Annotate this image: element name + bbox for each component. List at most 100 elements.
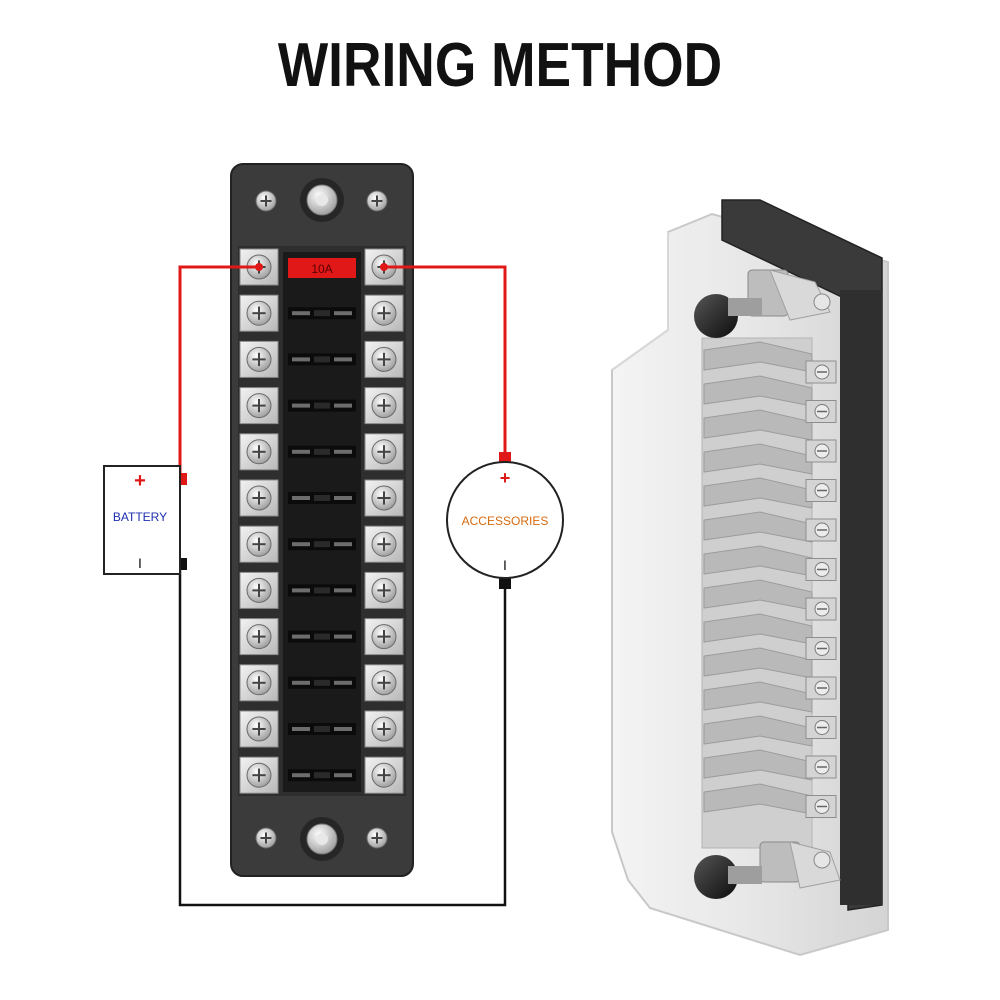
- mount-screw-bottom-left: [255, 827, 277, 849]
- stud-top: [694, 269, 831, 338]
- side-terminal: [805, 637, 837, 660]
- accessories-load: + ACCESSORIES I: [446, 461, 564, 579]
- side-terminal: [805, 360, 837, 384]
- mounting-boss-bottom: [300, 817, 344, 861]
- mount-screw-bottom-right: [366, 827, 388, 849]
- side-fuse-fin: [703, 749, 813, 781]
- fuse-row: [239, 571, 404, 609]
- terminal-screw-left: [246, 762, 272, 788]
- terminal-screw-left: [246, 485, 272, 511]
- terminal-screw-left: [246, 577, 272, 603]
- side-fuse-fin: [703, 443, 813, 475]
- accessories-label: ACCESSORIES: [462, 514, 549, 528]
- side-fuse-fin: [703, 681, 813, 713]
- blade-fuse: [288, 630, 356, 643]
- side-terminal: [805, 558, 837, 581]
- battery-plus-symbol: +: [134, 470, 146, 492]
- stud-cap-bottom: [694, 855, 738, 899]
- ground-return-wire: [178, 565, 507, 907]
- fuse-row: [239, 294, 404, 332]
- accessories-circle: [446, 461, 564, 579]
- terminal-screw-right: [371, 393, 397, 419]
- blade-fuse: [288, 353, 356, 366]
- blade-fuse: [288, 399, 356, 412]
- accessories-plus-symbol: +: [500, 468, 511, 488]
- blade-fuse: [288, 723, 356, 735]
- battery-body: [103, 465, 181, 575]
- battery: + BATTERY I: [103, 465, 181, 575]
- terminal-screw-right: [371, 670, 397, 696]
- terminal-screw-right: [371, 577, 397, 603]
- terminal-screw-right: [371, 762, 397, 788]
- side-terminal: [805, 597, 837, 621]
- terminal-screw-right: [371, 439, 397, 465]
- side-terminal: [805, 518, 837, 542]
- fuse-block-side-view: [611, 199, 889, 957]
- terminal-screw-right: [371, 531, 397, 557]
- clear-cover-edge: [611, 232, 669, 371]
- side-screw-top: [813, 293, 831, 311]
- terminal-screw-left: [246, 531, 272, 557]
- blade-fuse: [288, 769, 356, 782]
- fuse-row: [239, 710, 404, 748]
- fuse-row: [239, 340, 404, 378]
- side-terminal: [805, 400, 837, 423]
- blade-fuse: [288, 584, 356, 597]
- fuse-block-front: 10A: [230, 163, 414, 877]
- terminal-screw-right: [371, 485, 397, 511]
- stud-cap-top: [694, 294, 738, 338]
- side-terminal: [805, 755, 837, 779]
- side-terminal: [805, 676, 837, 700]
- accessories-positive-terminal: [499, 452, 511, 464]
- page-title: WIRING METHOD: [277, 31, 723, 100]
- stud-bottom: [694, 841, 841, 899]
- mount-screw-top-left: [255, 190, 277, 212]
- side-terminal: [805, 479, 837, 502]
- mount-screw-top-right: [366, 190, 388, 212]
- terminal-screw-left: [246, 346, 272, 372]
- fuse-row: [239, 387, 404, 425]
- terminal-screw-left: [246, 393, 272, 419]
- accessories-negative-terminal: [499, 577, 511, 589]
- blade-fuse: [288, 492, 356, 504]
- fuse-row: [239, 664, 404, 702]
- fuse-slot-column: [283, 252, 361, 792]
- blade-fuse: [288, 676, 356, 689]
- terminal-screw-right: [371, 624, 397, 650]
- battery-positive-wire: [178, 265, 259, 480]
- fuse-label-text: 10A: [311, 262, 332, 276]
- fuse-row: [239, 433, 404, 471]
- side-terminal: [805, 439, 837, 463]
- side-fuse-fin: [703, 715, 813, 747]
- fuse-row: [239, 479, 404, 517]
- terminal-screw-left: [246, 670, 272, 696]
- fuse-row: [239, 618, 404, 656]
- fuse-row: [239, 525, 404, 563]
- terminal-screw-right: [371, 716, 397, 742]
- accessories-positive-wire: [384, 265, 507, 458]
- terminal-screw-right: [371, 300, 397, 326]
- side-terminal: [805, 716, 837, 739]
- blade-fuse: [288, 538, 356, 551]
- blade-fuse: [288, 307, 356, 320]
- wire-junction-left: [255, 263, 263, 271]
- side-terminal: [805, 795, 837, 818]
- side-fuse-fin: [703, 511, 813, 543]
- terminal-screw-left: [246, 300, 272, 326]
- fuse-row: [239, 756, 404, 794]
- terminal-screw-left: [246, 716, 272, 742]
- side-screw-bottom: [813, 851, 831, 869]
- mounting-boss-top: [300, 178, 344, 222]
- side-fuse-fin: [703, 477, 813, 509]
- battery-minus-symbol: I: [138, 555, 142, 571]
- accessories-minus-symbol: I: [503, 557, 507, 573]
- battery-label: BATTERY: [113, 510, 167, 524]
- terminal-screw-right: [371, 346, 397, 372]
- fuse-label-10a: [288, 258, 356, 278]
- blade-fuse: [288, 445, 356, 458]
- wire-junction-right: [380, 263, 388, 271]
- terminal-screw-left: [246, 439, 272, 465]
- terminal-screw-left: [246, 624, 272, 650]
- dark-base-front: [840, 290, 882, 905]
